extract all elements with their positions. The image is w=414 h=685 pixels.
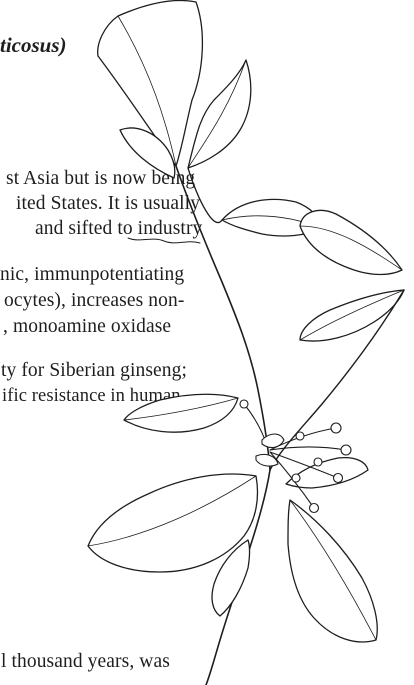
text-line-4: nic, immunpotentiating bbox=[0, 264, 185, 285]
right-side-leaf bbox=[221, 198, 323, 237]
text-line-2: ited States. It is usually bbox=[16, 193, 201, 214]
text-line-8: ific resistance in human bbox=[2, 386, 181, 406]
top-leaf bbox=[97, 0, 204, 167]
upper-right-leaf bbox=[187, 59, 252, 169]
far-right-upper-leaf bbox=[299, 209, 403, 276]
lower-right-leaf bbox=[285, 456, 369, 489]
small-lower-left-leaf bbox=[211, 539, 251, 617]
flower-cluster bbox=[239, 399, 352, 514]
text-line-7: ty for Siberian ginseng; bbox=[1, 360, 187, 381]
text-line-3: and sifted to industry bbox=[35, 218, 203, 239]
text-line-1: st Asia but is now being bbox=[6, 168, 196, 189]
bottom-right-leaf bbox=[287, 499, 378, 643]
far-right-middle-leaf bbox=[299, 289, 405, 342]
text-line-5: ocytes), increases non- bbox=[4, 290, 185, 311]
text-line-9: l thousand years, was bbox=[1, 651, 170, 672]
species-title-fragment: ticosus) bbox=[0, 33, 67, 57]
large-lower-leaf bbox=[87, 473, 259, 573]
text-line-6: , monoamine oxidase bbox=[3, 316, 172, 337]
